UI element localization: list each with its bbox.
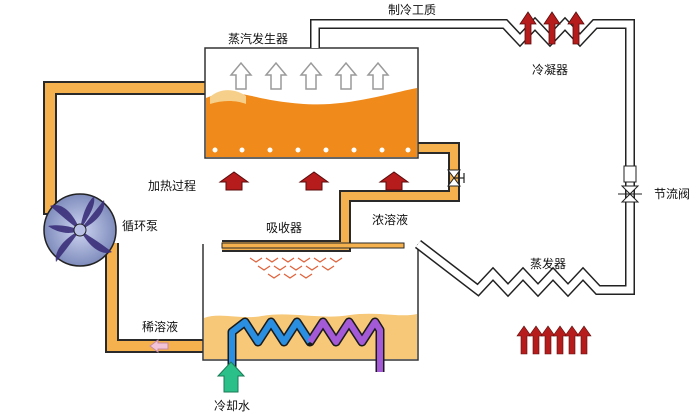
cooling-coil [227, 317, 385, 372]
condenser-label: 冷凝器 [532, 62, 568, 77]
evaporator-label: 蒸发器 [530, 256, 566, 271]
strong-solution-pipe [222, 142, 460, 252]
weak-solution-label: 稀溶液 [142, 319, 178, 334]
bubble-row [212, 147, 411, 153]
heating-process-label: 加热过程 [148, 178, 196, 193]
heat-arrow-icon [218, 171, 410, 191]
cooling-water-arrow-icon [216, 361, 246, 393]
absorber-label: 吸收器 [266, 221, 302, 235]
weak-solution-outlet-arrow-icon [149, 339, 169, 353]
spray-pipe [221, 242, 405, 249]
steam-generator [204, 47, 419, 159]
heat-in-arrow-icon [516, 325, 592, 355]
spray-icon [249, 257, 343, 279]
cooling-water-label: 冷却水 [214, 399, 250, 413]
heat-arrow-icon [519, 11, 585, 45]
circulation-pump-label: 循环泵 [122, 219, 158, 233]
refrigerant-label: 制冷工质 [388, 3, 436, 17]
steam-up-arrow-icon [229, 61, 390, 90]
strong-solution-label: 浓溶液 [372, 212, 408, 227]
absorber [149, 242, 419, 372]
pump-impeller-icon [43, 193, 117, 267]
valve-icon [618, 165, 642, 203]
steam-generator-label: 蒸汽发生器 [228, 31, 288, 46]
throttle-valve-label: 节流阀 [654, 187, 690, 201]
valve-icon [447, 169, 465, 187]
